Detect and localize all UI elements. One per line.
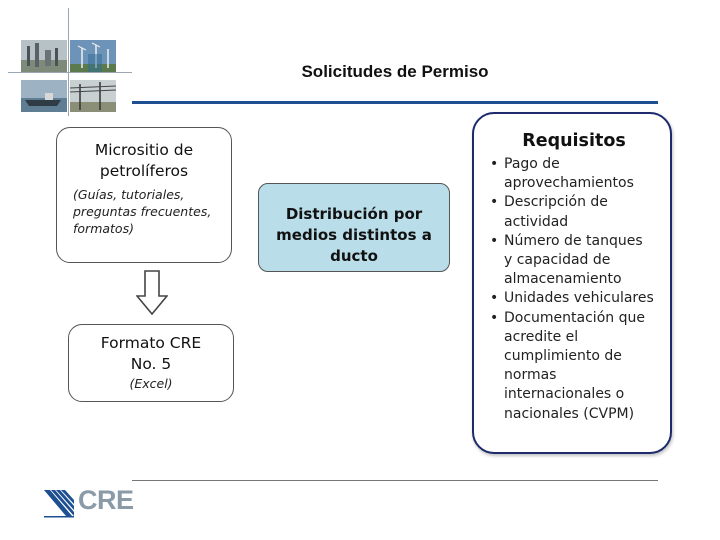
micrositio-subtitle-line: (Guías, tutoriales, (73, 187, 185, 202)
bullet-icon: • (490, 194, 499, 211)
formato-line2: No. 5 (130, 355, 172, 373)
requisitos-item-line: almacenamiento (504, 271, 622, 288)
requisitos-item-line: actividad (504, 213, 569, 230)
requisitos-item-line: Pago de (504, 156, 560, 172)
requisitos-item-line: y capacidad de (504, 252, 611, 269)
formato-box: Formato CRE No. 5 (Excel) (68, 324, 234, 402)
page-title: Solicitudes de Permiso (301, 62, 489, 81)
requisitos-list: • Pago de aprovechamientos • Descripción… (488, 155, 670, 424)
formato-line1: Formato CRE (100, 334, 202, 352)
footer-rule (132, 480, 658, 481)
micrositio-subtitle-line: formatos) (73, 221, 134, 236)
requisitos-item-line: nacionales (CVPM) (504, 405, 635, 422)
title-underline (132, 101, 658, 104)
requisitos-item: • Número de tanques y capacidad de almac… (488, 232, 670, 290)
cre-logo-icon (42, 486, 76, 522)
mosaic-tile-refinery (21, 40, 67, 72)
requisitos-item-line: Número de tanques (504, 232, 643, 249)
mosaic-divider-horizontal (8, 72, 132, 73)
mosaic-tile-power-lines (70, 80, 116, 112)
requisitos-item: • Descripción de actividad (488, 193, 670, 231)
requisitos-title: Requisitos (522, 131, 626, 151)
requisitos-box: Requisitos • Pago de aprovechamientos • … (472, 112, 672, 454)
distribucion-line: ducto (330, 247, 378, 265)
requisitos-item-line: Documentación que (504, 309, 645, 326)
micrositio-subtitle: (Guías, tutoriales, preguntas frecuentes… (73, 186, 231, 237)
mosaic-accent-square (88, 54, 102, 72)
requisitos-item-line: acredite el (504, 328, 579, 345)
requisitos-item-line: cumplimiento de (504, 348, 622, 365)
micrositio-title-line2: petrolíferos (99, 162, 189, 180)
micrositio-title-bold: Micrositio (94, 141, 169, 159)
distribucion-line: Distribución por (285, 205, 423, 223)
distribucion-box: Distribución por medios distintos a duct… (258, 183, 450, 272)
requisitos-item-line: Descripción de (504, 194, 608, 211)
requisitos-item-line: normas (504, 367, 557, 384)
micrositio-title: Micrositio de (57, 140, 231, 161)
micrositio-subtitle-line: preguntas frecuentes, (73, 204, 212, 219)
bullet-icon: • (490, 309, 499, 326)
down-arrow-icon (135, 270, 169, 320)
requisitos-item-line: Unidades vehiculares (504, 290, 654, 307)
requisitos-item-line: aprovechamientos (504, 175, 634, 192)
cre-logo-text: CRE (78, 485, 134, 515)
header-photo-mosaic (0, 0, 140, 120)
bullet-icon: • (490, 232, 499, 249)
micrositio-title-rest: de (168, 141, 194, 159)
requisitos-item: • Documentación que acredite el cumplimi… (488, 309, 670, 424)
bullet-icon: • (490, 156, 499, 172)
mosaic-tile-ship (21, 80, 67, 112)
requisitos-item: • Unidades vehiculares (488, 289, 670, 308)
bullet-icon: • (490, 290, 499, 307)
requisitos-item-line: internacionales o (504, 386, 625, 403)
distribucion-line: medios distintos a (276, 226, 432, 244)
micrositio-box: Micrositio de petrolíferos (Guías, tutor… (56, 127, 232, 263)
requisitos-item: • Pago de aprovechamientos (488, 155, 670, 193)
mosaic-divider-vertical (68, 8, 69, 116)
formato-line3: (Excel) (129, 376, 173, 391)
